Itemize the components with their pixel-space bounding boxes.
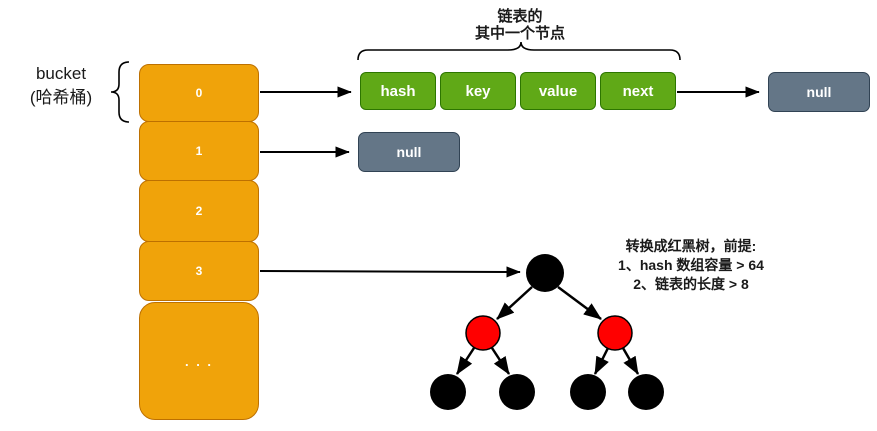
tree-edge-right-leaf1 bbox=[593, 347, 610, 375]
node-field-label: hash bbox=[380, 82, 416, 100]
bucket-cell-label: 2 bbox=[195, 204, 203, 218]
bucket-cell-label: . . . bbox=[184, 353, 214, 369]
null-box-after-next: null bbox=[768, 72, 870, 112]
list-node-caption-line2: 其中一个节点 bbox=[474, 25, 565, 42]
bucket-brace bbox=[110, 61, 130, 123]
bucket-cell-1: 1 bbox=[139, 121, 259, 181]
tree-note-line2: 1、hash 数组容量 > 64 bbox=[618, 257, 764, 273]
null-label: null bbox=[806, 84, 832, 100]
list-node-caption: 链表的 其中一个节点 bbox=[420, 8, 620, 42]
node-field-label: next bbox=[622, 82, 654, 100]
bucket-cell-3: 3 bbox=[139, 241, 259, 301]
bucket-label: bucket (哈希桶) bbox=[8, 62, 114, 110]
bucket-cell-label: 0 bbox=[195, 86, 203, 100]
tree-edge-root-right bbox=[557, 285, 602, 321]
tree-red-node-left bbox=[465, 315, 501, 351]
tree-leaf-black-2 bbox=[499, 374, 535, 410]
bucket-cell-ellipsis: . . . bbox=[139, 302, 259, 420]
node-field-hash: hash bbox=[360, 72, 436, 110]
bucket-cell-label: 3 bbox=[195, 264, 203, 278]
arrow-bucket3-to-tree bbox=[259, 266, 521, 278]
bucket-cell-label: 1 bbox=[195, 144, 203, 158]
null-label: null bbox=[396, 144, 422, 160]
tree-leaf-black-1 bbox=[430, 374, 466, 410]
null-box-bucket1: null bbox=[358, 132, 460, 172]
bucket-label-line2: (哈希桶) bbox=[29, 88, 93, 107]
tree-leaf-black-4 bbox=[628, 374, 664, 410]
tree-edge-left-leaf2 bbox=[490, 347, 511, 375]
node-field-key: key bbox=[440, 72, 516, 110]
tree-edge-left-leaf1 bbox=[455, 347, 476, 375]
tree-red-node-right bbox=[597, 315, 633, 351]
bucket-cell-2: 2 bbox=[139, 180, 259, 242]
tree-edge-root-left bbox=[496, 286, 533, 320]
tree-edge-right-leaf2 bbox=[621, 347, 640, 375]
node-field-label: key bbox=[465, 82, 491, 100]
bucket-label-line1: bucket bbox=[35, 64, 87, 83]
node-field-next: next bbox=[600, 72, 676, 110]
list-node-caption-line1: 链表的 bbox=[497, 8, 543, 25]
tree-note-line3: 2、链表的长度 > 8 bbox=[633, 276, 749, 292]
node-field-label: value bbox=[538, 82, 578, 100]
bucket-cell-0: 0 bbox=[139, 64, 259, 122]
tree-conversion-note: 转换成红黑树，前提: 1、hash 数组容量 > 64 2、链表的长度 > 8 bbox=[583, 237, 799, 294]
tree-note-line1: 转换成红黑树，前提: bbox=[625, 238, 757, 254]
list-node-brace bbox=[357, 41, 681, 61]
node-field-value: value bbox=[520, 72, 596, 110]
tree-root-black-node bbox=[526, 254, 564, 292]
tree-leaf-black-3 bbox=[570, 374, 606, 410]
